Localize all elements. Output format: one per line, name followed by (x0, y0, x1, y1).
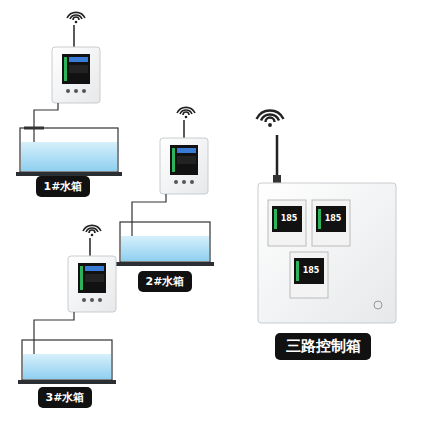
label-tag: 2#水箱 (138, 271, 192, 292)
display-reading: 185 (303, 266, 320, 275)
label-tag: 三路控制箱 (275, 333, 371, 360)
tag-text: 1#水箱 (44, 180, 83, 193)
tag-text: 2#水箱 (146, 275, 185, 288)
tag-text: 3#水箱 (46, 391, 85, 404)
display-reading: 185 (281, 214, 298, 223)
display-reading: 185 (325, 214, 342, 223)
label-tag: 3#水箱 (38, 387, 92, 408)
label-tag: 1#水箱 (36, 176, 90, 197)
tag-text: 三路控制箱 (286, 337, 361, 355)
